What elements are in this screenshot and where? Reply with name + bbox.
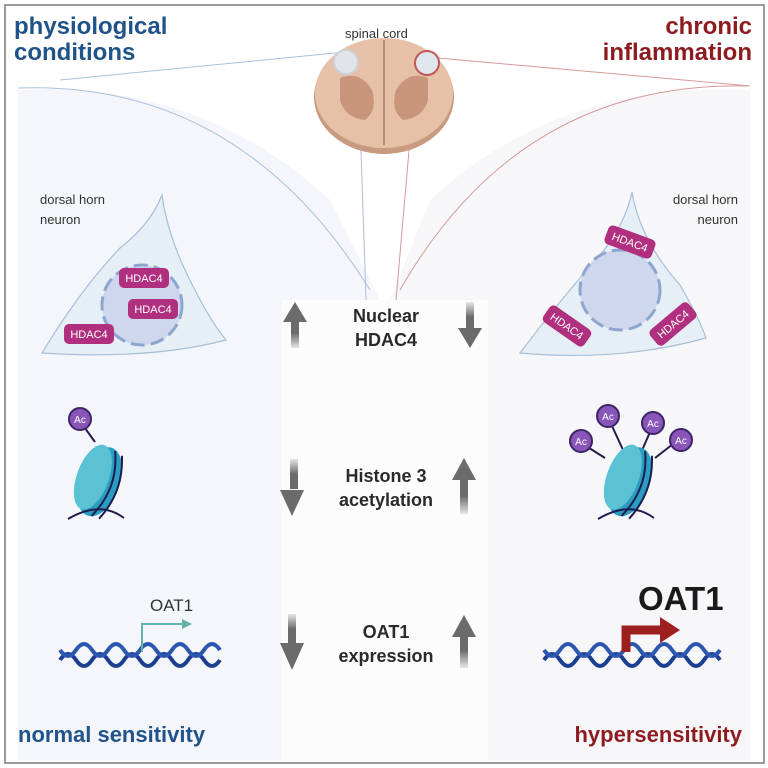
right-neuron-label: dorsal horn neuron [673, 190, 738, 230]
acetyl-group-icon [68, 407, 92, 431]
center-row3-line1: OAT1 [362, 622, 410, 642]
svg-text:HDAC4: HDAC4 [134, 304, 171, 316]
arrow-down-icon [280, 459, 304, 516]
left-dorsal-horn-highlight [333, 49, 359, 75]
center-row2-line1: Histone 3 [345, 466, 427, 486]
left-nucleosome: Ac [67, 407, 125, 520]
hdac4-badge: HDAC4 [64, 324, 114, 344]
svg-text:HDAC4: HDAC4 [125, 273, 162, 285]
neuron-label-line1: dorsal horn [672, 192, 738, 207]
spinal-cord-illustration [314, 38, 454, 154]
neuron-label-line2: neuron [40, 212, 81, 227]
right-title-line1: chronic [665, 13, 752, 40]
svg-text:Ac: Ac [74, 415, 86, 426]
left-promoter-arrow-icon [141, 619, 192, 652]
svg-text:Ac: Ac [602, 412, 614, 423]
right-nucleosome: Ac Ac Ac Ac [569, 404, 693, 520]
left-condition-title: physiological conditions [14, 14, 167, 66]
left-dna-helix [58, 642, 222, 668]
left-title-line1: physiological [14, 13, 168, 40]
hdac4-badge: HDAC4 [119, 268, 169, 288]
arrow-down-icon [280, 614, 304, 670]
hypersensitivity-label: hypersensitivity [574, 722, 742, 747]
right-neuron: HDAC4 HDAC4 HDAC4 [518, 191, 707, 357]
oat1-gene-label-large: OAT1 [638, 580, 724, 617]
hdac4-badge: HDAC4 [128, 299, 178, 319]
center-row1-line2: HDAC4 [354, 330, 417, 350]
center-row3-line2: expression [338, 646, 434, 666]
neuron-label-line1: dorsal horn [40, 192, 106, 207]
acetyl-group-icon: Ac [641, 411, 665, 435]
right-dna-helix [542, 642, 722, 668]
histone-acetylation-label: Histone 3 acetylation [326, 464, 446, 512]
right-dorsal-horn-highlight [414, 50, 440, 76]
neuron-label-line2: neuron [697, 212, 738, 227]
right-title-line2: inflammation [602, 39, 752, 66]
arrow-up-icon [452, 458, 476, 514]
arrow-up-icon [283, 302, 307, 348]
center-row2-line2: acetylation [338, 490, 434, 510]
center-panel [282, 300, 488, 760]
acetyl-group-icon: Ac [569, 429, 593, 453]
svg-text:Ac: Ac [675, 436, 687, 447]
left-neuron-label: dorsal horn neuron [40, 190, 105, 230]
arrow-down-icon [458, 302, 482, 348]
nuclear-hdac4-label: Nuclear HDAC4 [326, 304, 446, 352]
spinal-cord-label: spinal cord [345, 26, 408, 41]
oat1-expression-label: OAT1 expression [326, 620, 446, 668]
normal-sensitivity-label: normal sensitivity [18, 722, 206, 747]
svg-text:HDAC4: HDAC4 [70, 329, 107, 341]
arrow-up-icon [452, 615, 476, 668]
left-title-line2: conditions [14, 39, 136, 66]
center-row1-line1: Nuclear [352, 306, 420, 326]
oat1-gene-label-small: OAT1 [150, 596, 194, 615]
right-condition-title: chronic inflammation [603, 14, 752, 66]
acetyl-group-icon: Ac [669, 428, 693, 452]
svg-text:Ac: Ac [575, 437, 587, 448]
left-neuron: HDAC4 HDAC4 HDAC4 [40, 192, 228, 356]
svg-text:Ac: Ac [647, 419, 659, 430]
acetyl-group-icon: Ac [596, 404, 620, 428]
right-promoter-arrow-icon [621, 617, 680, 652]
